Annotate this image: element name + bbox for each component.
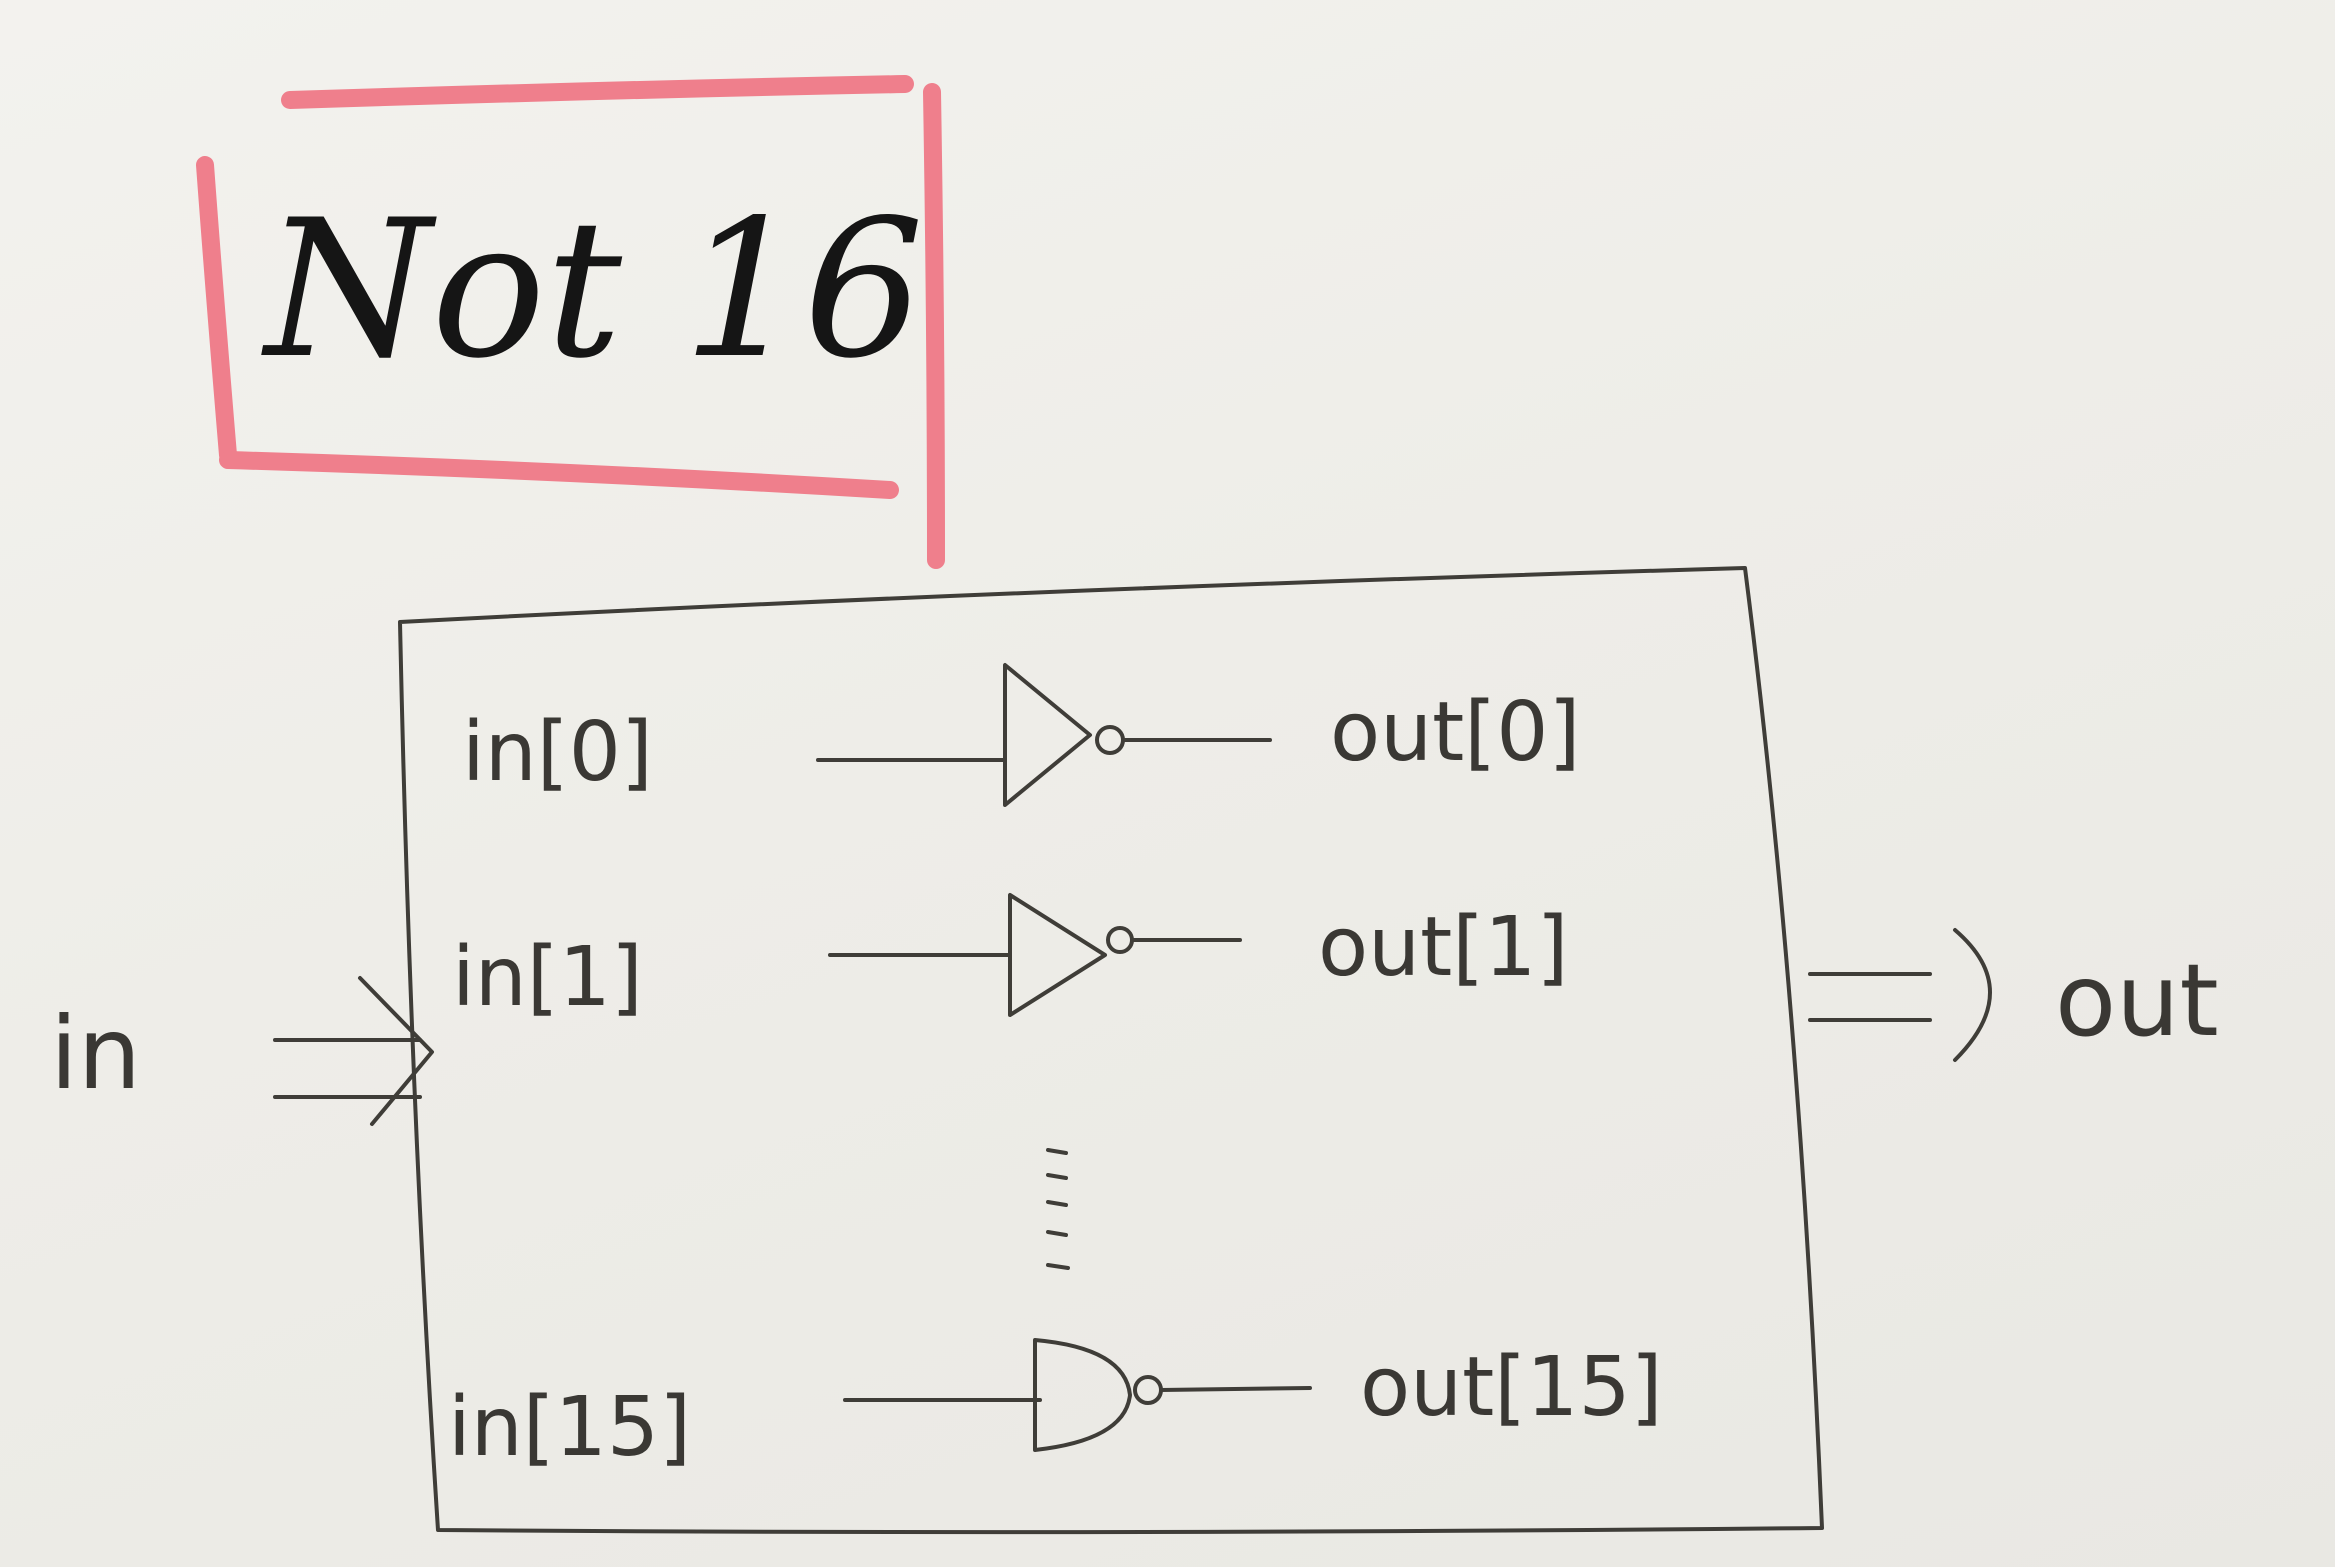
gate-output-label: out[1]	[1318, 900, 1568, 995]
gate-input-label: in[0]	[462, 705, 653, 800]
gate-output-label: out[0]	[1330, 685, 1580, 780]
gate-input-label: in[15]	[448, 1380, 691, 1475]
bus-output-label: out	[2055, 942, 2219, 1059]
output-bus-arrow	[1808, 928, 1992, 1062]
bus-input-label: in	[50, 995, 141, 1112]
not-gate-15: in[15] out[15]	[448, 1338, 1663, 1475]
gate-output-label: out[15]	[1360, 1340, 1663, 1435]
chip-title: Not 16	[261, 179, 924, 400]
title-box	[196, 75, 945, 569]
ellipsis-marks	[1046, 1148, 1070, 1270]
not-gate-1: in[1] out[1]	[452, 893, 1568, 1025]
input-bus-arrow	[273, 976, 434, 1126]
not-gate-0: in[0] out[0]	[462, 663, 1580, 807]
chip-boundary	[398, 566, 1824, 1535]
gate-input-label: in[1]	[452, 930, 643, 1025]
